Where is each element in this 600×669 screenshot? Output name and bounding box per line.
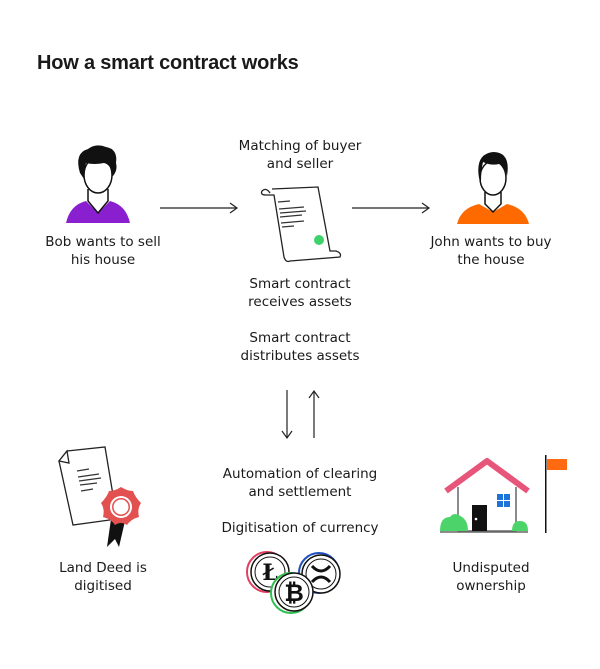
arrow-right-icon — [352, 202, 431, 214]
buyer-label-line: John wants to buy — [430, 234, 552, 250]
deed-label-line: digitised — [74, 578, 132, 594]
distributes-label: Smart contract distributes assets — [200, 329, 400, 365]
arrow-down-icon — [281, 390, 293, 440]
svg-text:Ł: Ł — [262, 560, 278, 586]
seller-label: Bob wants to sell his house — [3, 233, 203, 269]
currency-label: Digitisation of currency — [200, 519, 400, 537]
automation-label: Automation of clearing and settlement — [200, 465, 400, 501]
diagram-title: How a smart contract works — [37, 52, 299, 74]
land-deed-icon — [57, 446, 141, 547]
seller-label-line: Bob wants to sell — [45, 234, 161, 250]
bitcoin-icon: ₿ — [270, 572, 314, 614]
buyer-label-line: the house — [457, 252, 525, 268]
contract-scroll-icon — [260, 186, 342, 263]
receives-label-line: Smart contract — [249, 276, 351, 292]
buyer-label: John wants to buy the house — [391, 233, 591, 269]
currency-label-line: Digitisation of currency — [221, 520, 379, 536]
arrow-up-icon — [308, 389, 320, 438]
svg-text:₿: ₿ — [284, 579, 304, 607]
distributes-label-line: distributes assets — [240, 348, 360, 364]
deed-label-line: Land Deed is — [59, 560, 147, 576]
ownership-label-line: ownership — [456, 578, 526, 594]
arrow-right-icon — [160, 202, 239, 214]
seller-avatar-icon — [66, 145, 130, 223]
deed-label: Land Deed is digitised — [3, 559, 203, 595]
automation-label-line: Automation of clearing — [222, 466, 378, 482]
seller-label-line: his house — [70, 252, 136, 268]
matching-label-line: and seller — [266, 156, 334, 172]
matching-label: Matching of buyer and seller — [200, 137, 400, 173]
distributes-label-line: Smart contract — [249, 330, 351, 346]
ownership-label: Undisputed ownership — [391, 559, 591, 595]
receives-label-line: receives assets — [248, 294, 352, 310]
ownership-label-line: Undisputed — [452, 560, 530, 576]
buyer-avatar-icon — [457, 152, 529, 224]
matching-label-line: Matching of buyer — [238, 138, 362, 154]
house-ownership-icon — [440, 455, 567, 533]
crypto-coins-icon: Ł ₿ — [246, 551, 341, 614]
automation-label-line: and settlement — [248, 484, 352, 500]
receives-label: Smart contract receives assets — [200, 275, 400, 311]
